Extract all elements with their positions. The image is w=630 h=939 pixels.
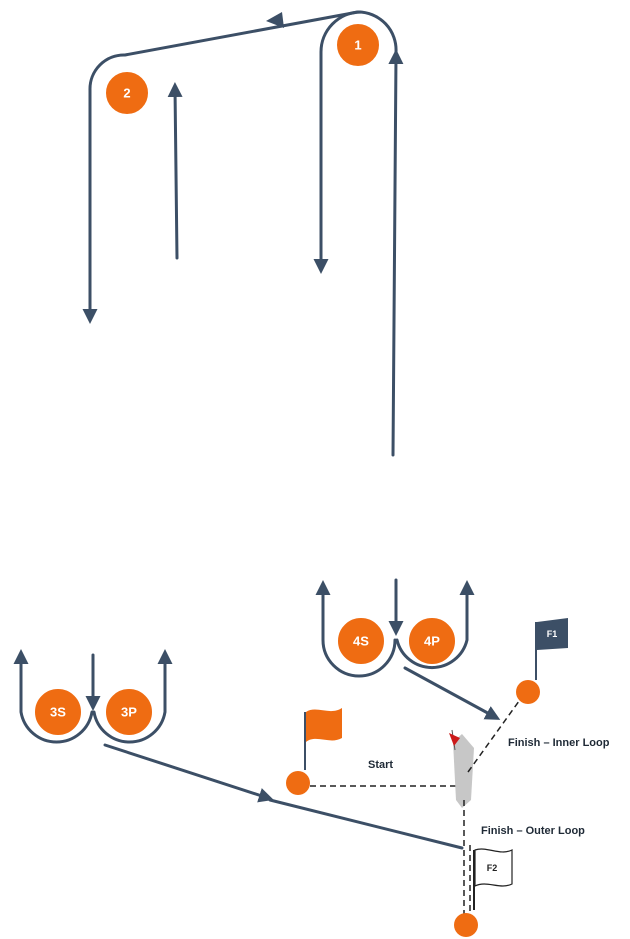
boat-flag-icon [449,733,460,746]
mark-4s-label: 4S [353,634,369,649]
mark-2: 2 [104,70,150,116]
path-gate-4-to-finish-inner [403,666,501,720]
gate-3-group [13,649,464,850]
mark-2-label: 2 [123,86,130,101]
path-gate-4p-loop [395,580,475,670]
path-gate-4s-loop [315,580,397,678]
dark-flag-icon: F1 [535,618,568,680]
flag-f1-label: F1 [547,629,558,639]
committee-boat [449,729,474,808]
orange-flag-icon [304,708,342,770]
start-pin-buoy [286,771,310,795]
finish-outer-label: Finish – Outer Loop [481,825,585,837]
flag-f2-label: F2 [487,863,498,873]
mark-4p-buoy [407,616,457,666]
path-gate-3-to-start [103,743,274,803]
mark-4s: 4S [336,616,386,666]
mark-3p-buoy [104,687,154,737]
mark-4p: 4P [407,616,457,666]
finish-inner-label: Finish – Inner Loop [508,737,610,749]
reach-direction-arrow-icon [266,12,284,28]
mark-3s-buoy [33,687,83,737]
mark-1-buoy [335,22,381,68]
finish-inner-buoy [516,680,540,704]
white-flag-icon: F2 [473,848,513,910]
finish-outer-buoy [454,913,478,937]
mark-3p: 3P [104,687,154,737]
mark-3s-label: 3S [50,705,66,720]
path-gate-3s-loop [13,649,94,744]
path-beat-to-mark-1 [388,49,404,457]
gate-4-group [315,578,501,720]
finish-inner-group: F1 Finish – Inner Loop [467,618,610,773]
mark-1: 1 [335,22,381,68]
path-mark-1-run-down [313,10,362,274]
finish-line-inner [467,689,528,773]
mark-2-buoy [104,70,150,116]
mark-3p-label: 3P [121,705,137,720]
path-gate-3p-loop [92,649,173,744]
upwind-leg-group [82,10,404,457]
path-beat-to-mark-2 [167,82,183,260]
start-line-group: Start [286,708,460,795]
start-label: Start [368,759,393,771]
boat-icon [453,734,474,808]
finish-outer-group: F2 Finish – Outer Loop [454,800,585,937]
path-start-to-finish-outer [268,798,464,850]
mark-1-label: 1 [354,38,361,53]
mark-4s-buoy [336,616,386,666]
mark-3s: 3S [33,687,83,737]
mark-4p-label: 4P [424,634,440,649]
